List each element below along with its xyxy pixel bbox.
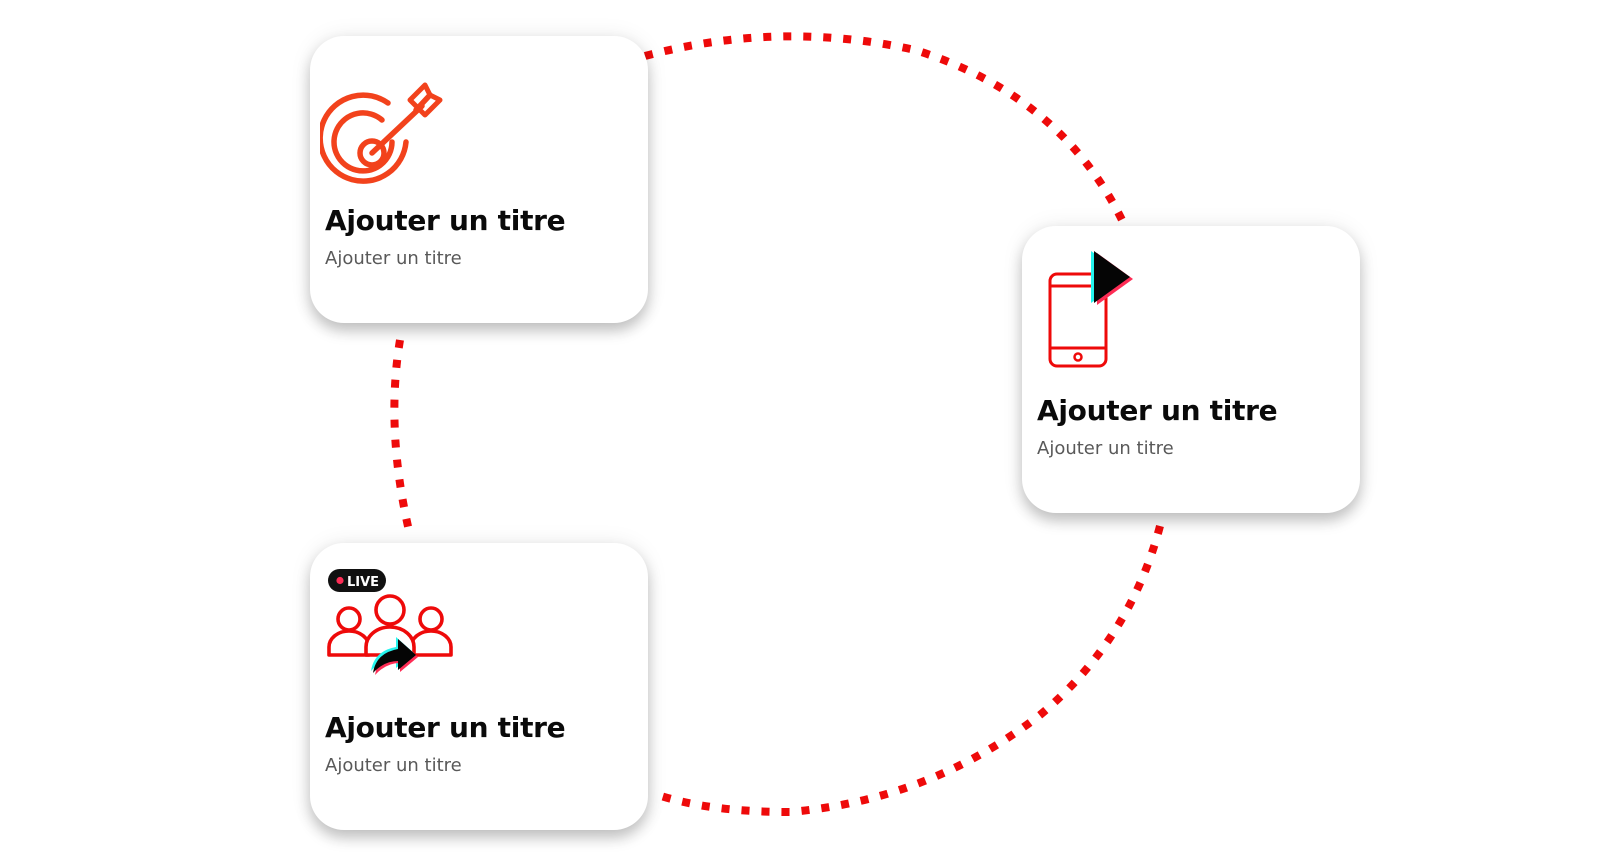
target-arrow-icon [320, 58, 460, 186]
card-title: Ajouter un titre [1037, 394, 1278, 427]
dotted-arc-left [390, 339, 414, 536]
live-group-share-icon: LIVE [320, 565, 460, 693]
step-card-live: LIVE Ajouter un titre Ajouter un titre [310, 543, 648, 830]
step-card-target: Ajouter un titre Ajouter un titre [310, 36, 648, 323]
card-subtitle: Ajouter un titre [325, 755, 462, 776]
phone-play-icon [1032, 248, 1172, 376]
card-subtitle: Ajouter un titre [1037, 438, 1174, 459]
card-title: Ajouter un titre [325, 204, 566, 237]
live-badge-label: LIVE [347, 575, 379, 590]
card-title: Ajouter un titre [325, 711, 566, 744]
dotted-arc-bottom [656, 524, 1164, 817]
dotted-arc-top [643, 32, 1126, 222]
card-subtitle: Ajouter un titre [325, 248, 462, 269]
step-card-phone: Ajouter un titre Ajouter un titre [1022, 226, 1360, 513]
